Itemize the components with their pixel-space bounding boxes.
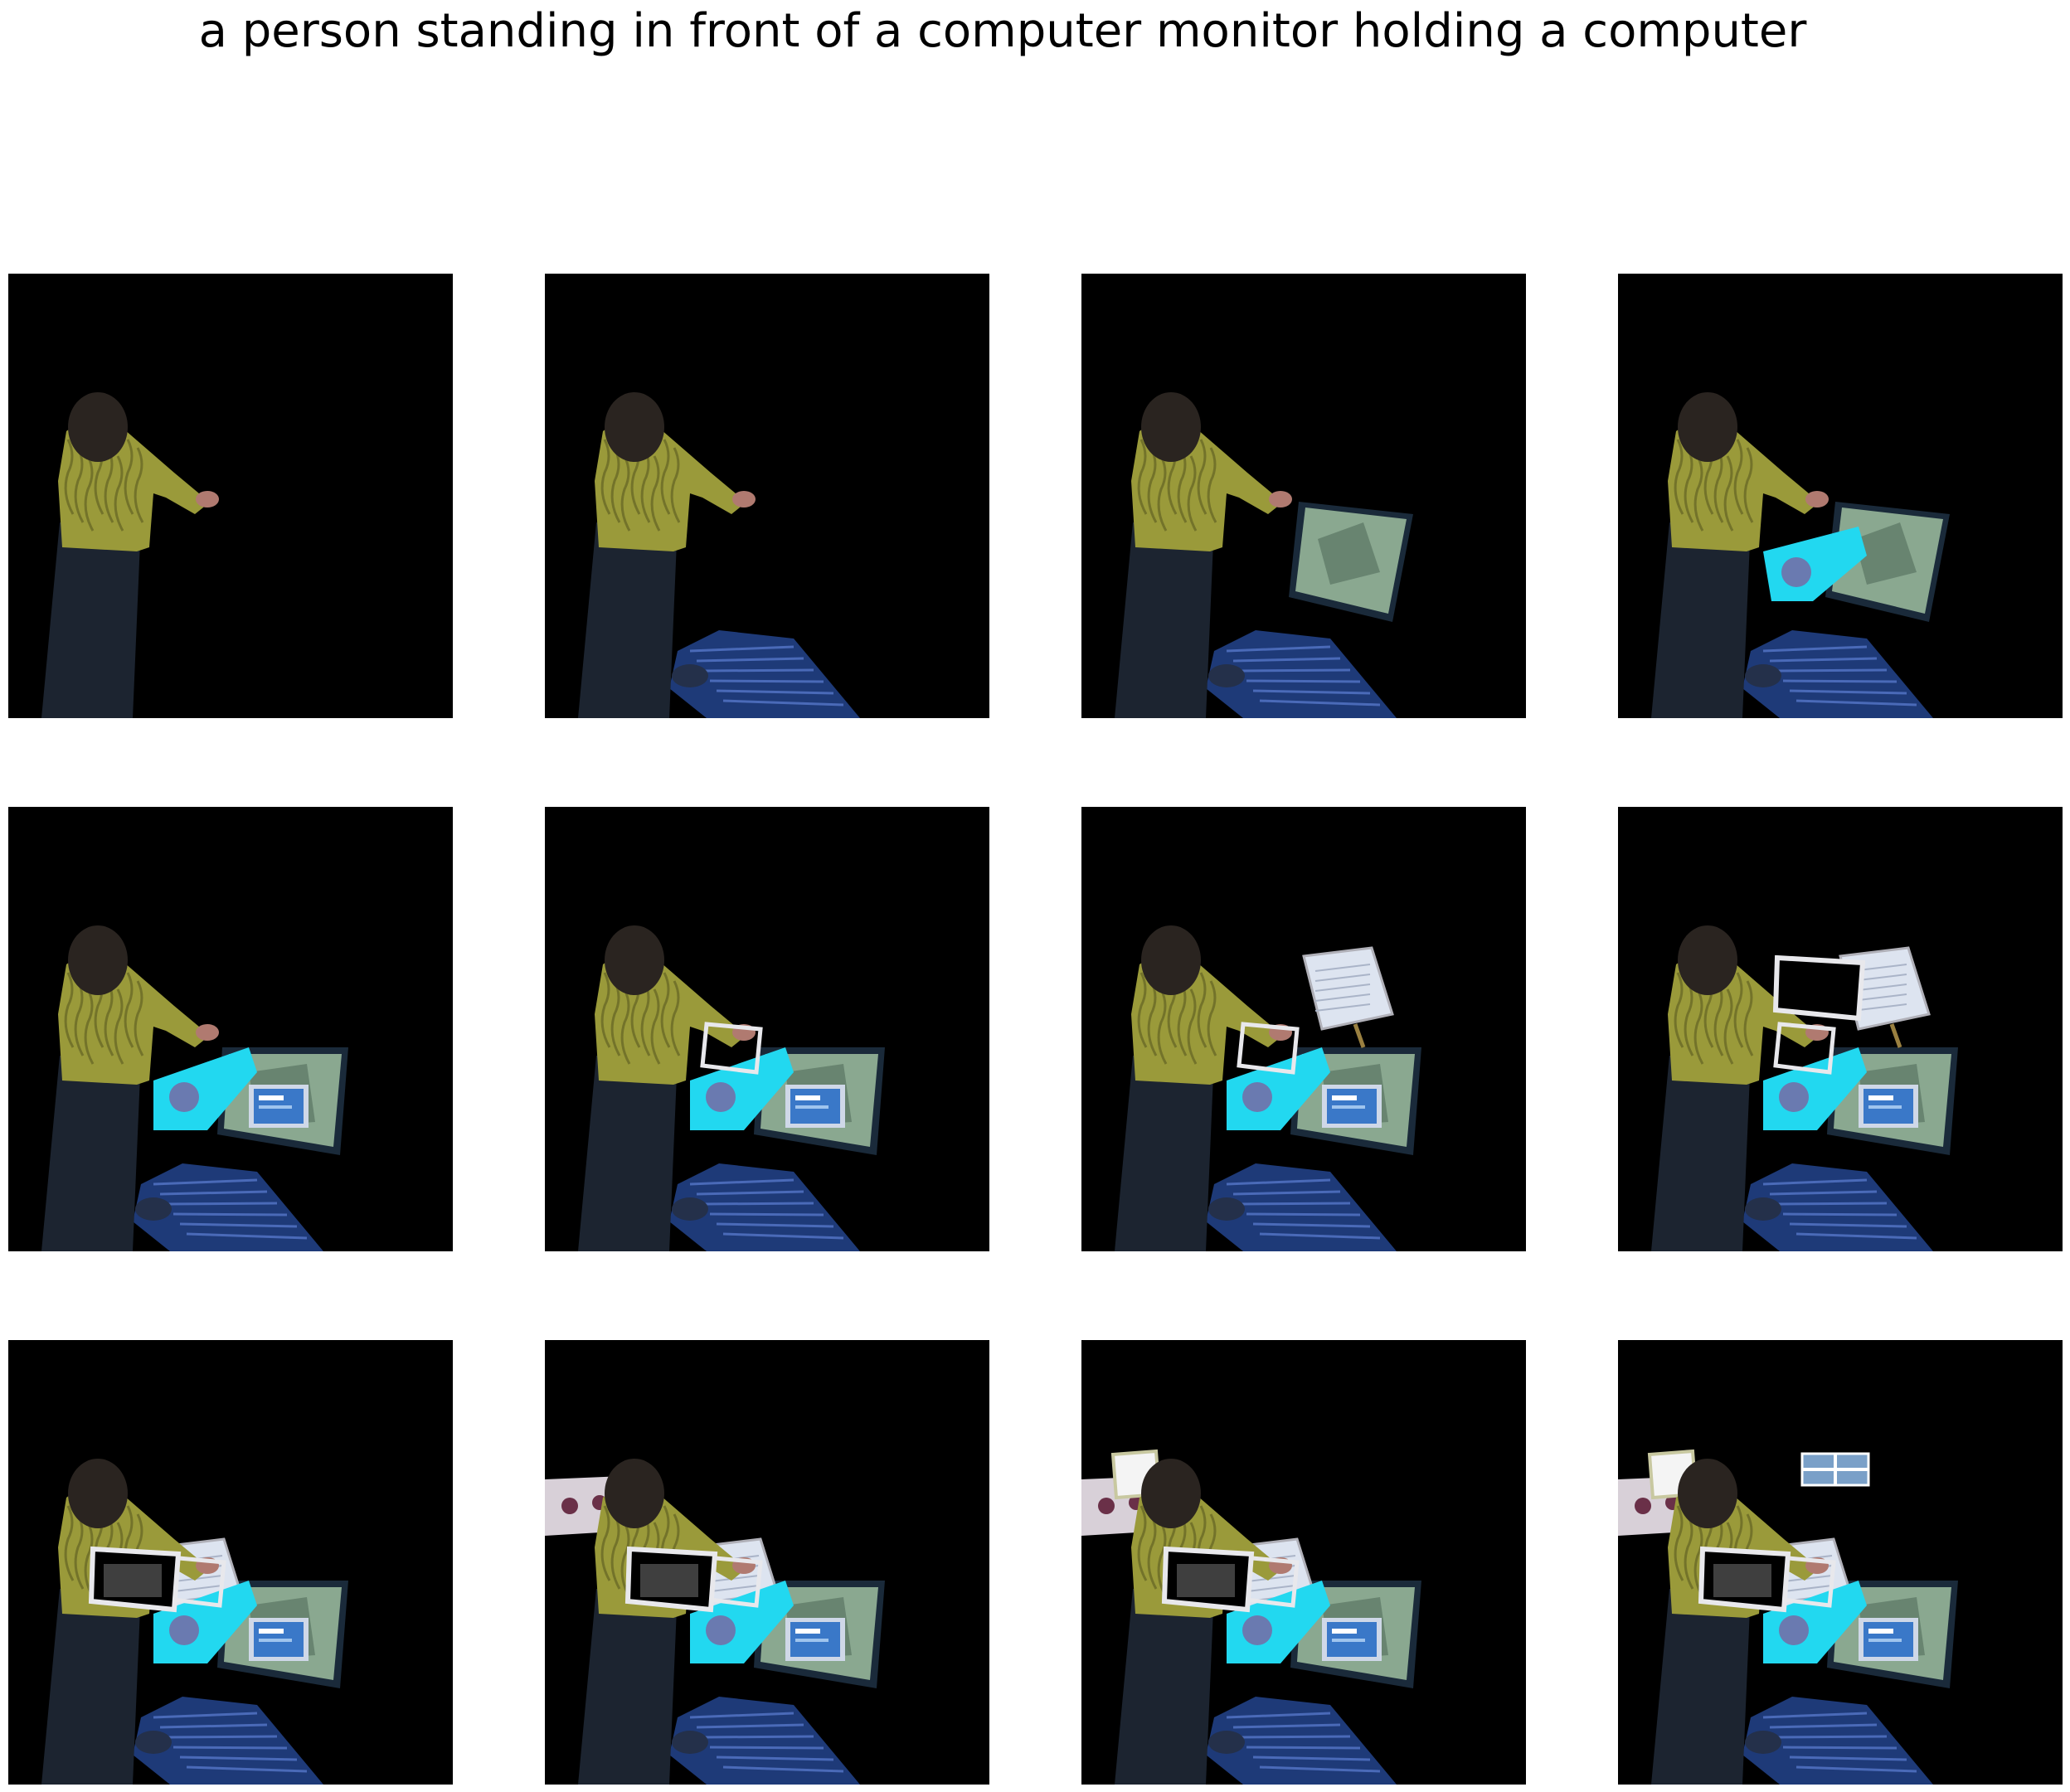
blue-ui-screen — [249, 1618, 309, 1661]
keyboard — [669, 630, 860, 718]
black-frame-monitor — [624, 1546, 718, 1613]
person — [41, 392, 219, 718]
cyan-screen — [690, 1581, 794, 1663]
cyan-screen — [1763, 527, 1867, 601]
blue-ui-screen — [1322, 1085, 1382, 1128]
panel-image — [1618, 1449, 1958, 1785]
image-panel — [545, 274, 989, 718]
keyboard — [1742, 1163, 1933, 1251]
blue-ui-screen — [1859, 1085, 1918, 1128]
blue-ui-screen — [1322, 1618, 1382, 1661]
image-panel — [1081, 274, 1526, 718]
image-panel — [1618, 274, 2063, 718]
image-panel — [1081, 1340, 1526, 1785]
panel-image — [545, 1459, 885, 1785]
cyan-screen — [1227, 1047, 1330, 1130]
keyboard — [1206, 1697, 1397, 1785]
person — [41, 925, 219, 1251]
white-frame — [1237, 1022, 1300, 1075]
keyboard — [1206, 1163, 1397, 1251]
white-frame — [1773, 1022, 1836, 1075]
image-panel — [545, 807, 989, 1251]
keyboard — [669, 1163, 860, 1251]
blue-ui-screen — [785, 1085, 845, 1128]
keyboard — [1742, 1697, 1933, 1785]
cyan-screen — [153, 1047, 257, 1130]
panel-image — [578, 925, 885, 1251]
panel-image — [1651, 392, 1950, 718]
image-panel — [8, 807, 453, 1251]
cyan-screen — [1763, 1047, 1867, 1130]
figure-title: a person standing in front of a computer… — [198, 4, 1807, 58]
panel-image — [41, 392, 219, 718]
black-frame-monitor — [88, 1546, 182, 1613]
cyan-screen — [1227, 1581, 1330, 1663]
monitor-landscape — [1289, 502, 1413, 622]
keyboard — [669, 1697, 860, 1785]
person — [1651, 925, 1829, 1251]
person — [1115, 925, 1292, 1251]
person — [578, 925, 756, 1251]
image-panel — [545, 1340, 989, 1785]
blue-ui-screen — [249, 1085, 309, 1128]
document-monitor — [1302, 946, 1394, 1048]
image-panel — [1618, 807, 2063, 1251]
keyboard — [133, 1697, 323, 1785]
cyan-screen — [1763, 1581, 1867, 1663]
image-panel — [8, 1340, 453, 1785]
panel-image — [41, 925, 348, 1251]
panel-image — [1115, 925, 1421, 1251]
person — [1115, 392, 1292, 718]
keyboard — [1742, 630, 1933, 718]
image-panel — [1618, 1340, 2063, 1785]
panel-image — [1081, 1449, 1421, 1785]
person — [578, 392, 756, 718]
panel-image — [578, 392, 860, 718]
panel-image — [41, 1459, 348, 1785]
panel-image — [1115, 392, 1413, 718]
image-panel — [8, 274, 453, 718]
blue-ui-screen — [785, 1618, 845, 1661]
black-frame-monitor — [1161, 1546, 1255, 1613]
small-blue-window — [1800, 1452, 1870, 1487]
blue-ui-screen — [1859, 1618, 1918, 1661]
white-frame — [700, 1022, 763, 1075]
person — [1651, 392, 1829, 718]
cyan-screen — [153, 1581, 257, 1663]
black-frame-monitor — [1698, 1546, 1791, 1613]
cyan-screen — [690, 1047, 794, 1130]
keyboard — [133, 1163, 323, 1251]
keyboard — [1206, 630, 1397, 718]
image-panel — [1081, 807, 1526, 1251]
black-frame-monitor — [1772, 954, 1866, 1022]
panel-image — [1651, 925, 1958, 1251]
